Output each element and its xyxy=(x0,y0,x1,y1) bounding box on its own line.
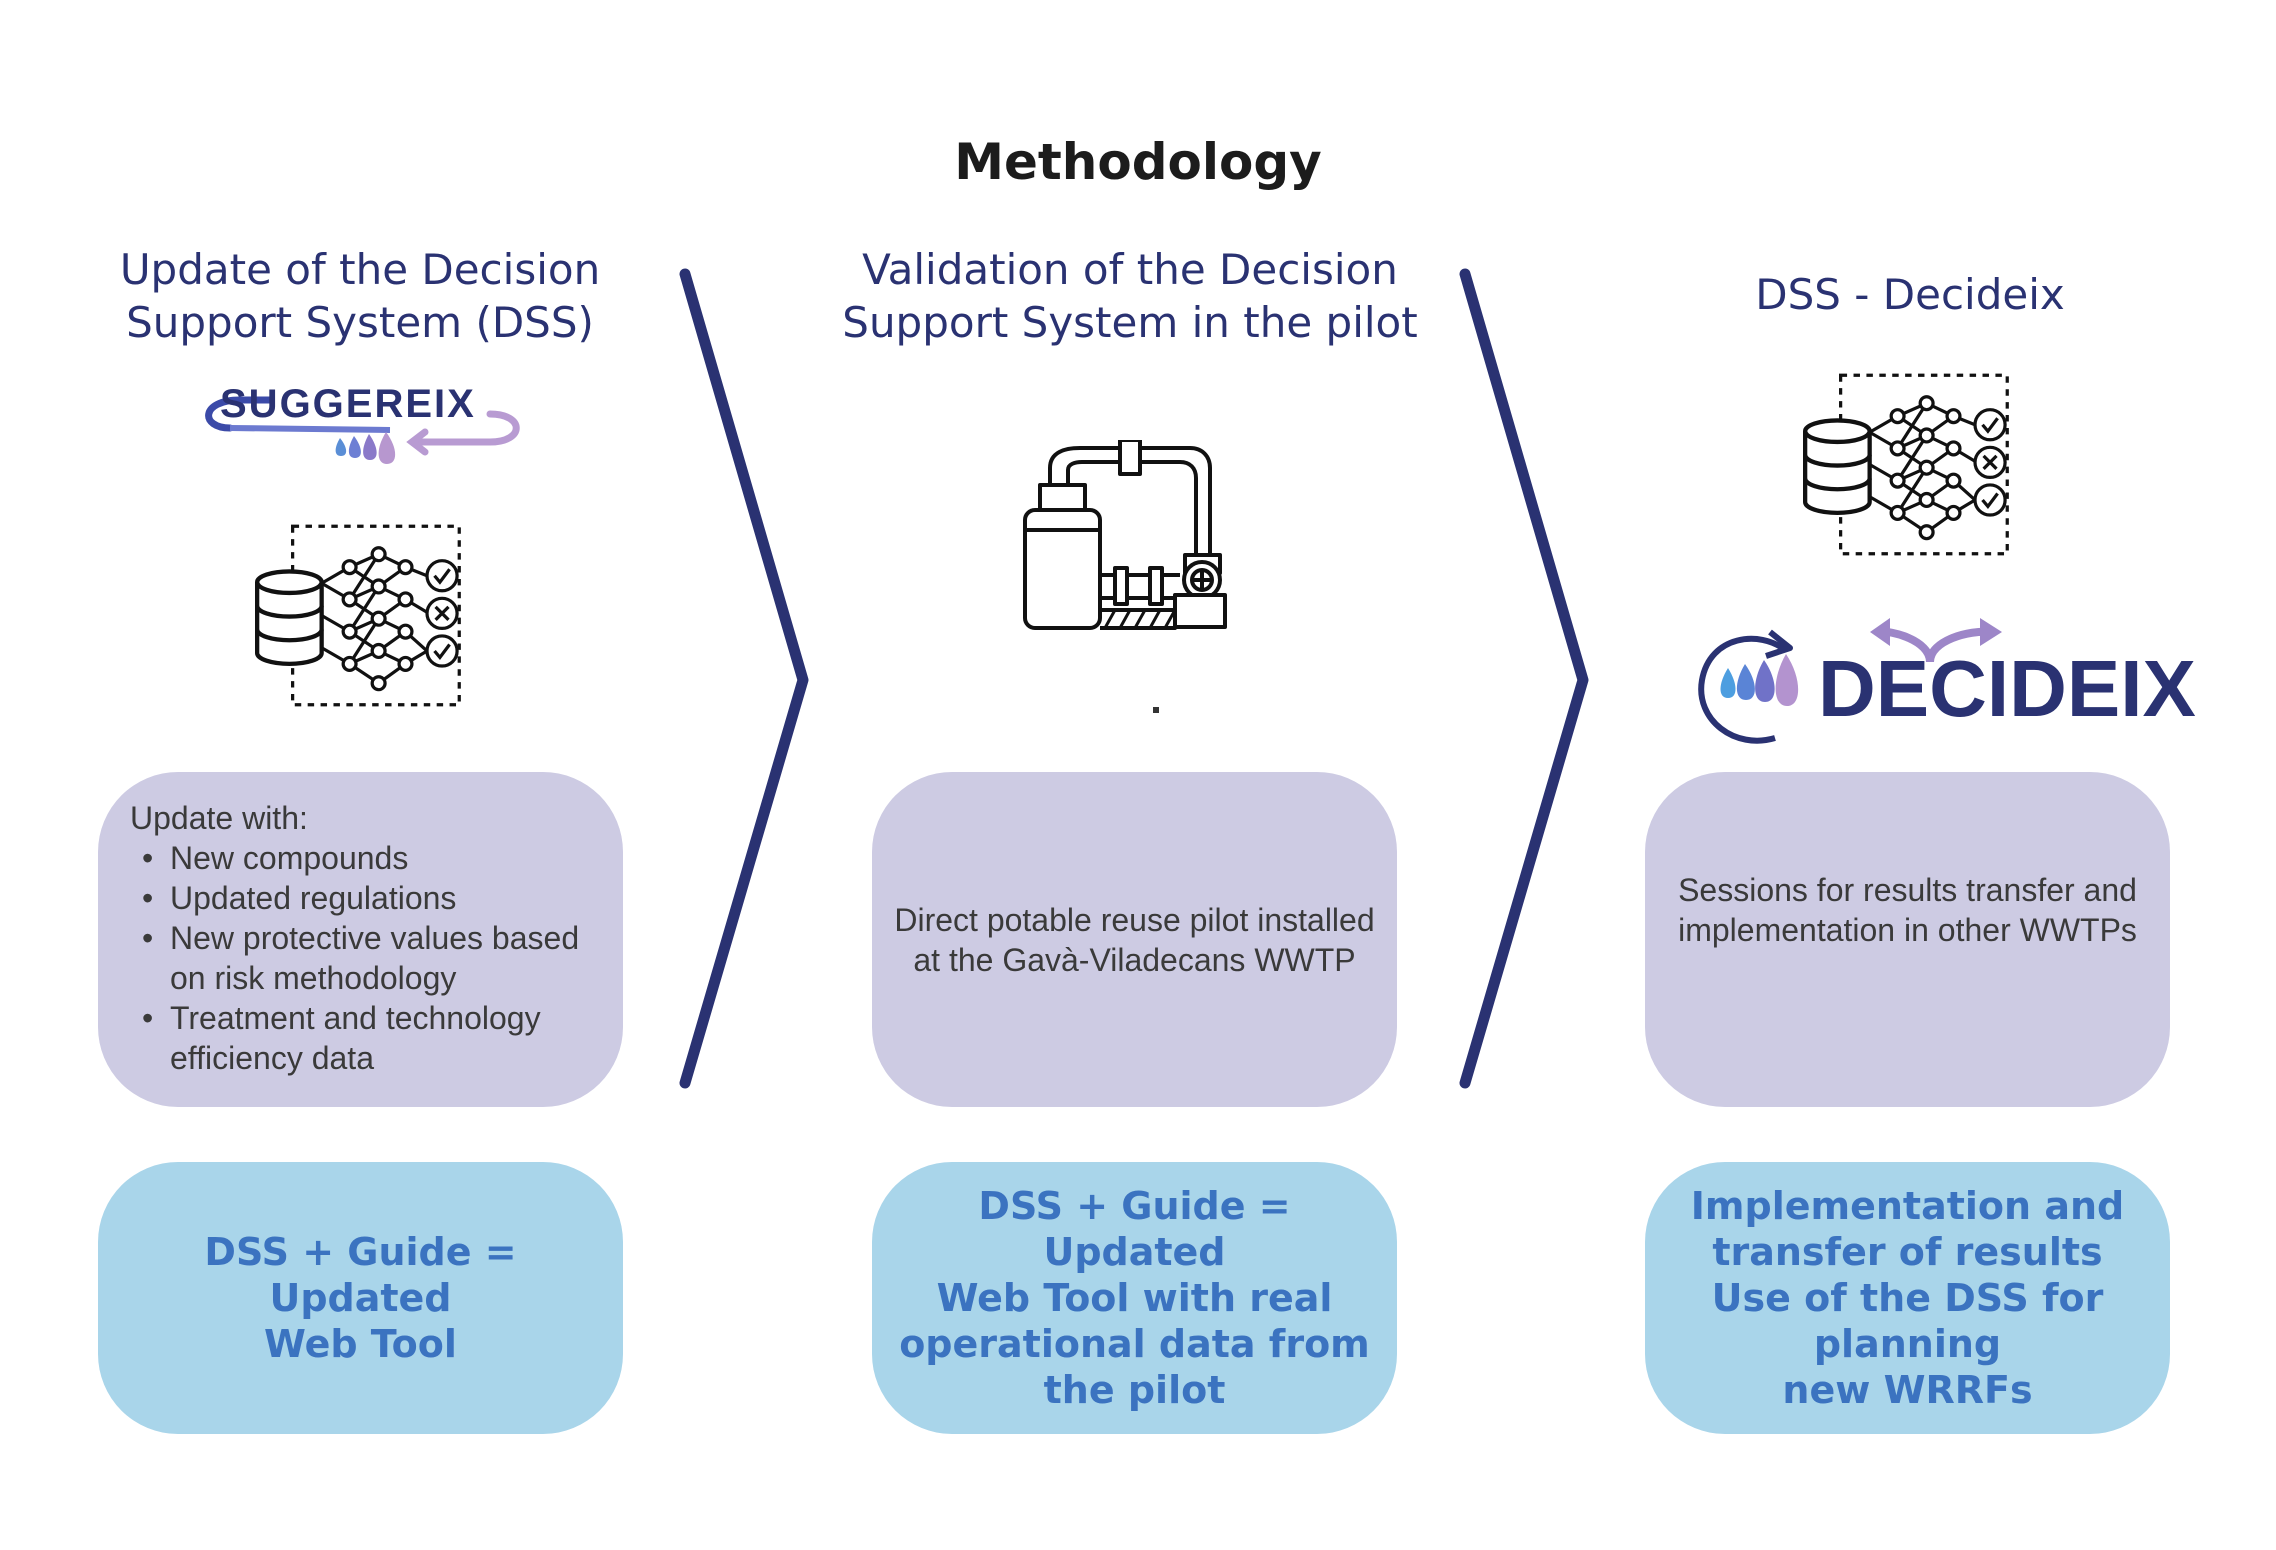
decideix-logo-text: DECIDEIX xyxy=(1818,644,2196,733)
column-2-heading-line2: Support System in the pilot xyxy=(842,298,1418,347)
chevron-arrow-2 xyxy=(1459,268,1589,1089)
update-panel-intro: Update with: xyxy=(130,800,308,836)
decideix-logo: DECIDEIX xyxy=(1690,610,2196,750)
dss-network-icon xyxy=(255,524,461,707)
pilot-plant-icon xyxy=(1023,440,1227,630)
dot-mark xyxy=(1153,707,1159,713)
pilot-panel: Direct potable reuse pilot installed at … xyxy=(872,772,1397,1107)
column-2-heading: Validation of the Decision Support Syste… xyxy=(830,243,1430,349)
sessions-panel-line1: Sessions for results transfer and xyxy=(1678,871,2137,908)
column-2-heading-line1: Validation of the Decision xyxy=(862,245,1398,294)
result-1-line1: DSS + Guide = Updated xyxy=(204,1230,517,1320)
chevron-arrow-1 xyxy=(679,268,809,1089)
sessions-panel: Sessions for results transfer and implem… xyxy=(1645,772,2170,1107)
suggereix-logo: SUGGEREIX xyxy=(200,380,530,470)
decideix-logo-graphic xyxy=(1698,618,2002,744)
update-item: New compounds xyxy=(142,838,593,878)
suggereix-logo-graphic xyxy=(205,396,520,464)
update-panel: Update with: New compounds Updated regul… xyxy=(98,772,623,1107)
result-box-1: DSS + Guide = Updated Web Tool xyxy=(98,1162,623,1434)
column-1-heading-line2: Support System (DSS) xyxy=(126,298,594,347)
update-item: New protective values based on risk meth… xyxy=(142,918,593,998)
result-2-line2: Web Tool with real xyxy=(936,1276,1333,1320)
result-3-line1: Implementation and xyxy=(1690,1184,2125,1228)
column-1-heading: Update of the Decision Support System (D… xyxy=(80,243,640,349)
result-2-line3: operational data from xyxy=(899,1322,1370,1366)
update-item: Updated regulations xyxy=(142,878,593,918)
result-box-2: DSS + Guide = Updated Web Tool with real… xyxy=(872,1162,1397,1434)
result-2-line4: the pilot xyxy=(1043,1368,1226,1412)
result-1-line2: Web Tool xyxy=(264,1322,457,1366)
sessions-panel-line2: implementation in other WWTPs xyxy=(1678,911,2137,948)
column-1-heading-line1: Update of the Decision xyxy=(119,245,601,294)
result-3-line3: Use of the DSS for planning xyxy=(1711,1276,2104,1366)
column-3-heading: DSS - Decideix xyxy=(1755,270,2065,319)
result-2-line1: DSS + Guide = Updated xyxy=(978,1184,1291,1274)
pilot-panel-line2: at the Gavà-Viladecans WWTP xyxy=(913,941,1356,978)
pilot-panel-line1: Direct potable reuse pilot installed xyxy=(894,901,1375,938)
result-box-3: Implementation and transfer of results U… xyxy=(1645,1162,2170,1434)
result-3-line2: transfer of results xyxy=(1712,1230,2103,1274)
suggereix-logo-text: SUGGEREIX xyxy=(220,382,476,426)
dss-network-icon xyxy=(1803,373,2009,556)
result-3-line4: new WRRFs xyxy=(1782,1368,2033,1412)
diagram-title: Methodology xyxy=(954,133,1322,191)
update-panel-list: New compounds Updated regulations New pr… xyxy=(130,838,593,1078)
update-item: Treatment and technology efficiency data xyxy=(142,998,593,1078)
